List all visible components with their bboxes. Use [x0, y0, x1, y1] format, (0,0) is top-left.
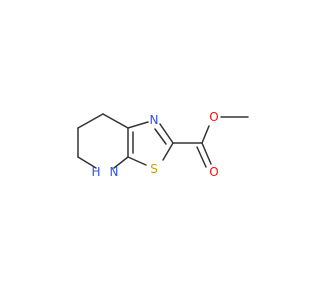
atom-label-ring-nitrogen: N	[150, 113, 159, 127]
bond-c7a-c7	[102, 113, 129, 129]
bond-n4-c3a	[113, 156, 129, 169]
atom-label-nh-hydrogen: H	[91, 165, 100, 179]
bond-c7-c6	[77, 113, 104, 129]
bond-n1-c2	[159, 123, 174, 144]
molecule-structure: N S N H O O	[77, 110, 249, 179]
bond-c7a-n1	[127, 121, 149, 129]
atom-label-nh-nitrogen: N	[110, 165, 119, 179]
bond-c2-s3	[162, 142, 174, 161]
bond-ccarbonyl-ocarbonyl	[201, 142, 212, 165]
bond-s3-c3a	[127, 156, 147, 166]
atom-label-ester-oxygen: O	[209, 110, 218, 124]
atom-label-ring-sulfur: S	[150, 162, 158, 176]
atom-label-carbonyl-oxygen: O	[209, 165, 218, 179]
bond-ccarbonyl-ocarbonyl-inner	[196, 146, 207, 168]
bond-n1-c2-inner	[154, 128, 167, 145]
bond-ccarbonyl-oester	[201, 125, 210, 144]
bond-c5-c4	[77, 156, 97, 169]
